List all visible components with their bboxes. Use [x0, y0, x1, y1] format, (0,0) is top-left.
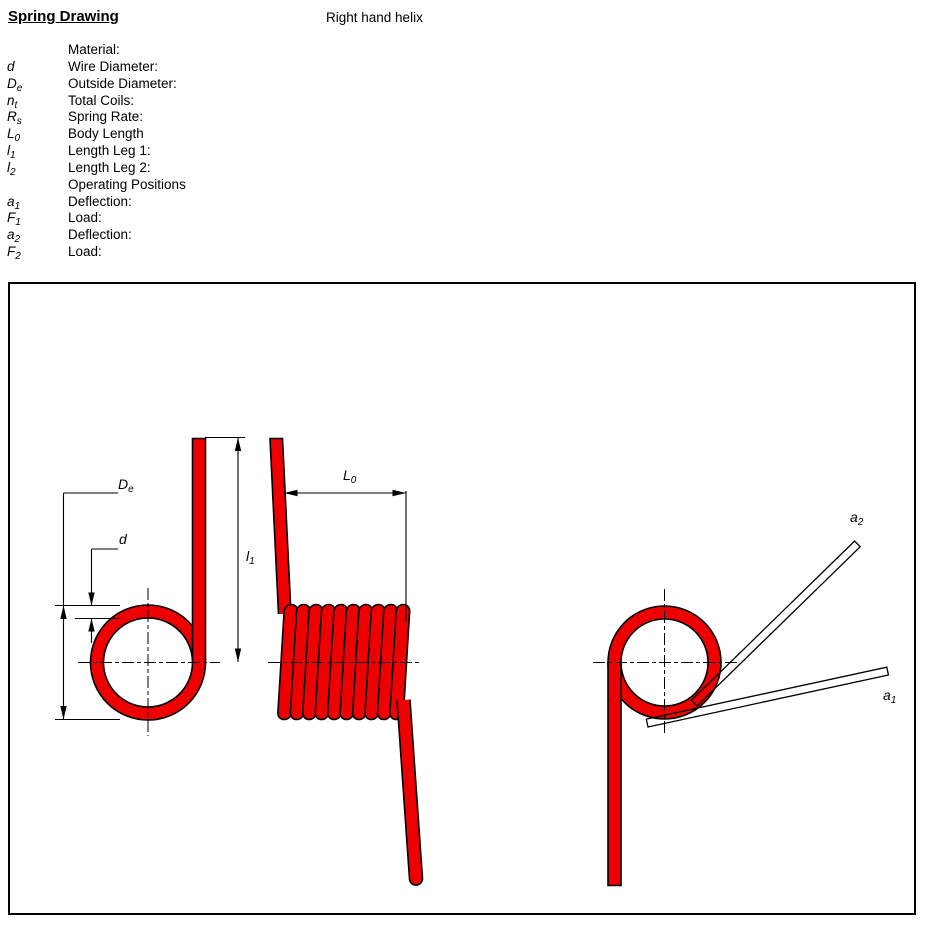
- spring-leg-down: [607, 662, 622, 887]
- param-symbol: l2: [7, 159, 16, 178]
- label-body-length: L0: [343, 467, 357, 486]
- param-label: Deflection:: [68, 227, 132, 243]
- param-label: Material:: [68, 42, 120, 57]
- label-leg1-length: l1: [246, 548, 255, 567]
- helix-direction-note: Right hand helix: [326, 10, 423, 25]
- param-row-spring-rate: Rs Spring Rate:: [7, 109, 186, 128]
- dimension-body-length: [284, 489, 407, 622]
- spring-leg2-side: [396, 699, 424, 886]
- param-row-material: Material:: [7, 42, 186, 59]
- spring-leg1-side: [269, 437, 292, 615]
- param-label: Outside Diameter:: [68, 75, 177, 91]
- param-symbol: l1: [7, 143, 16, 162]
- label-outside-diameter: De: [118, 476, 134, 495]
- left-view: [55, 436, 245, 736]
- param-symbol: a2: [7, 227, 21, 246]
- page-title: Spring Drawing: [8, 8, 119, 25]
- param-symbol: F1: [7, 210, 21, 229]
- param-row-deflection1: a1 Deflection:: [7, 193, 186, 212]
- param-row-total-coils: nt Total Coils:: [7, 92, 186, 111]
- param-label: Total Coils:: [68, 92, 135, 108]
- label-deflection2: a2: [850, 509, 864, 528]
- param-row-load1: F1 Load:: [7, 210, 186, 229]
- param-row-outside-diameter: De Outside Diameter:: [7, 75, 186, 94]
- param-symbol: Rs: [7, 109, 22, 128]
- param-label: Deflection:: [68, 193, 132, 209]
- param-label: Length Leg 1:: [68, 143, 151, 159]
- param-row-wire-diameter: d Wire Diameter:: [7, 59, 186, 76]
- param-symbol: De: [7, 75, 23, 94]
- label-wire-diameter: d: [119, 531, 127, 547]
- param-symbol: nt: [7, 92, 18, 111]
- param-label: Spring Rate:: [68, 109, 144, 125]
- deflected-leg-a1: [645, 666, 890, 728]
- param-symbol: L0: [7, 126, 21, 145]
- param-row-leg2-length: l2 Length Leg 2:: [7, 159, 186, 178]
- param-symbol: a1: [7, 193, 21, 212]
- param-symbol: F2: [7, 244, 21, 263]
- label-deflection1: a1: [883, 687, 897, 706]
- param-symbol: d: [7, 58, 15, 74]
- dimension-outside-diameter: [55, 492, 120, 721]
- deflected-leg-a2: [690, 540, 862, 707]
- param-row-body-length: L0 Body Length: [7, 126, 186, 145]
- param-label: Load:: [68, 244, 102, 260]
- angle-view: [593, 540, 890, 887]
- param-row-operating-positions: Operating Positions: [7, 177, 186, 194]
- param-label: Length Leg 2:: [68, 159, 151, 175]
- param-label: Load:: [68, 210, 102, 226]
- dimension-wire-diameter: [75, 548, 120, 643]
- side-view: [268, 437, 424, 886]
- param-label: Wire Diameter:: [68, 58, 159, 74]
- param-row-load2: F2 Load:: [7, 244, 186, 263]
- dimension-leg1-length: [205, 436, 245, 662]
- param-label: Body Length: [68, 126, 144, 142]
- param-row-deflection2: a2 Deflection:: [7, 227, 186, 246]
- spring-leg1: [191, 437, 207, 663]
- param-row-leg1-length: l1 Length Leg 1:: [7, 143, 186, 162]
- param-label: Operating Positions: [68, 176, 186, 192]
- drawing-frame: [8, 282, 916, 915]
- parameter-list: Material: d Wire Diameter: De Outside Diam…: [7, 42, 186, 263]
